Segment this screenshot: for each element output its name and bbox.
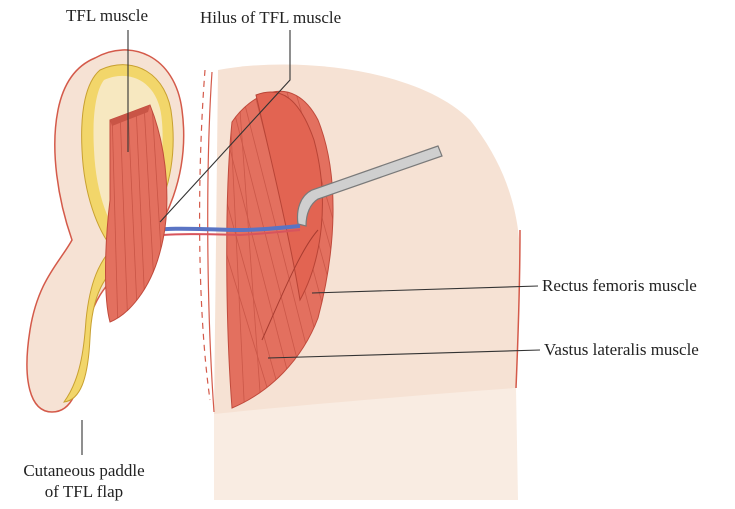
label-cutaneous-paddle-line2: of TFL flap	[8, 481, 160, 502]
thigh-skin-incision-left	[208, 72, 214, 412]
label-rectus-femoris-muscle: Rectus femoris muscle	[542, 276, 697, 296]
label-hilus-of-tfl-muscle: Hilus of TFL muscle	[200, 8, 341, 28]
label-cutaneous-paddle-line1: Cutaneous paddle	[8, 460, 160, 481]
label-tfl-muscle: TFL muscle	[66, 6, 148, 26]
label-vastus-lateralis-muscle: Vastus lateralis muscle	[544, 340, 699, 360]
label-cutaneous-paddle: Cutaneous paddle of TFL flap	[8, 460, 160, 502]
